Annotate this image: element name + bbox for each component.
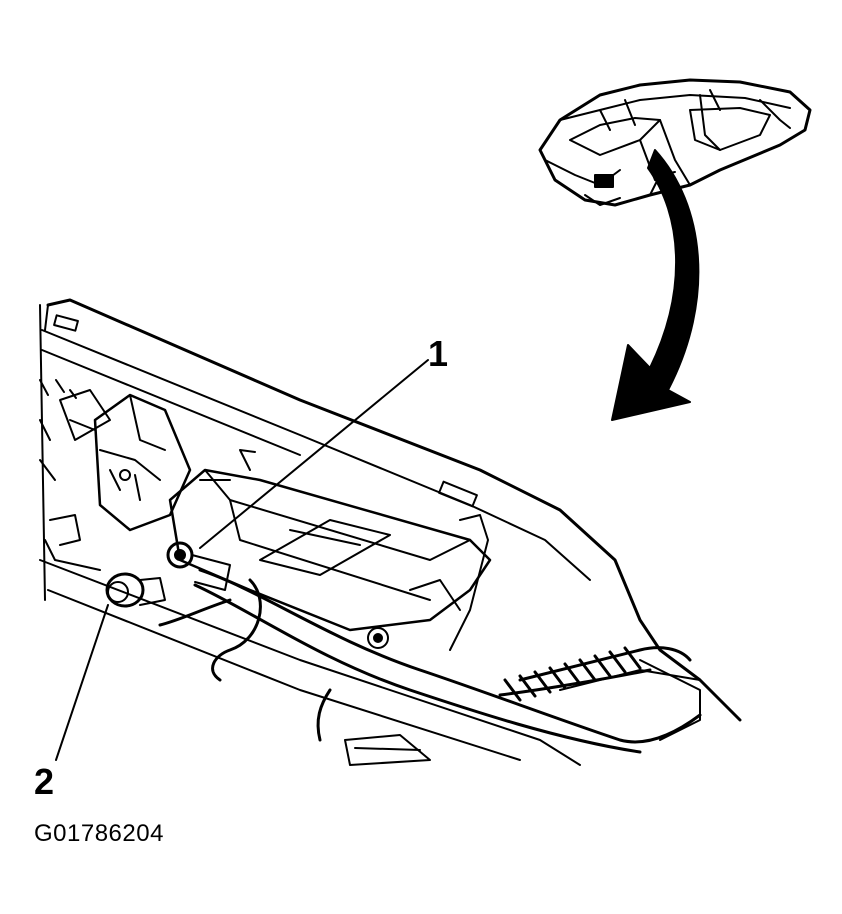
vehicle-body-locator — [538, 78, 812, 207]
connector-1 — [166, 541, 231, 591]
connector-2 — [105, 572, 166, 608]
center-module — [44, 389, 192, 571]
figure-id: G01786204 — [34, 820, 164, 847]
instrument-panel — [39, 298, 742, 766]
leader-line-2 — [55, 604, 109, 761]
passenger-module — [168, 449, 492, 651]
curved-arrow — [611, 149, 700, 421]
callout-label-1: 1 — [428, 333, 449, 374]
wiring-harness — [158, 568, 702, 754]
callout-label-2: 2 — [34, 761, 55, 802]
leader-line-1 — [199, 359, 429, 549]
